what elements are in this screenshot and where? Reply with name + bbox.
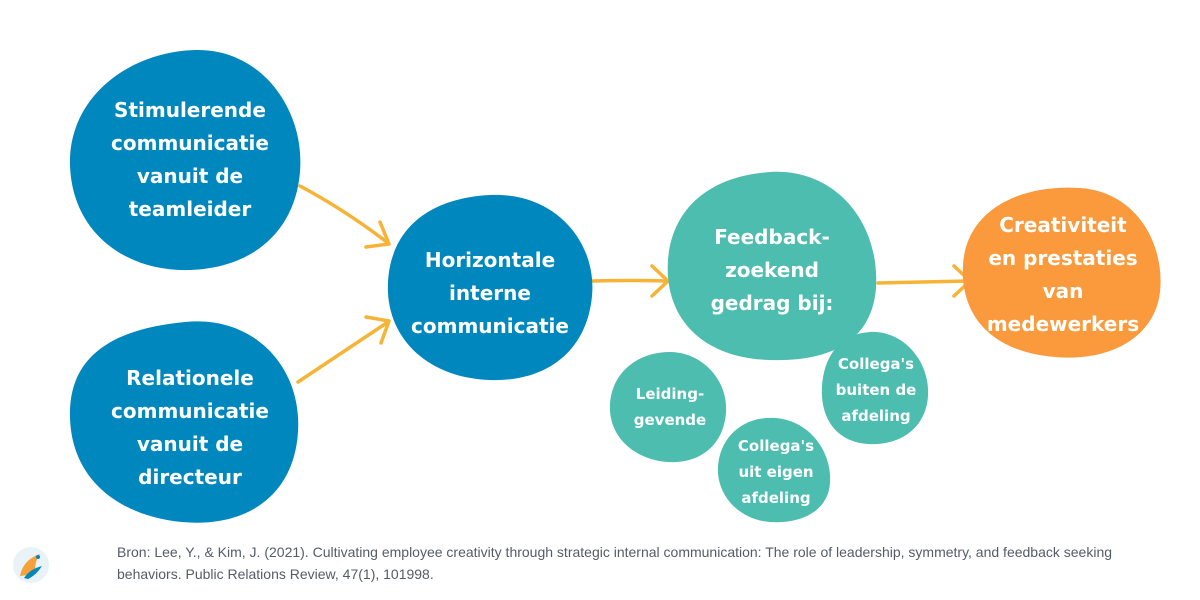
collegas-buiten-label: Collega's buiten de afdeling bbox=[835, 355, 917, 425]
arrow-horizontale-to-feedback bbox=[590, 264, 670, 298]
collegas-eigen-blob bbox=[717, 417, 831, 523]
bird-logo-icon bbox=[13, 547, 49, 583]
arrows bbox=[296, 184, 972, 384]
creativiteit-label: Creativiteit en prestaties van medewerke… bbox=[986, 213, 1140, 336]
feedback-blob bbox=[667, 171, 877, 361]
source-citation: Bron: Lee, Y., & Kim, J. (2021). Cultiva… bbox=[117, 544, 1113, 582]
arrow-stimulerende-to-horizontale bbox=[298, 184, 391, 249]
leidinggevende-label: Leiding- gevende bbox=[633, 385, 707, 429]
collegas-buiten-blob bbox=[821, 331, 929, 445]
horizontale-blob bbox=[387, 194, 593, 381]
feedback-label: Feedback- zoekend gedrag bij: bbox=[710, 224, 834, 315]
arrow-feedback-to-creativiteit bbox=[876, 264, 972, 298]
arrow-relationele-to-horizontale bbox=[296, 315, 391, 384]
relationele-blob bbox=[69, 321, 299, 523]
horizontale-label: Horizontale interne communicatie bbox=[411, 247, 569, 338]
stimulerende-label: Stimulerende communicatie vanuit de team… bbox=[111, 98, 269, 221]
leidinggevende-blob bbox=[609, 352, 727, 463]
collegas-eigen-label: Collega's uit eigen afdeling bbox=[737, 437, 815, 507]
relationele-label: Relationele communicatie vanuit de direc… bbox=[111, 365, 269, 489]
stimulerende-blob bbox=[69, 49, 301, 271]
creativiteit-blob bbox=[962, 187, 1161, 358]
